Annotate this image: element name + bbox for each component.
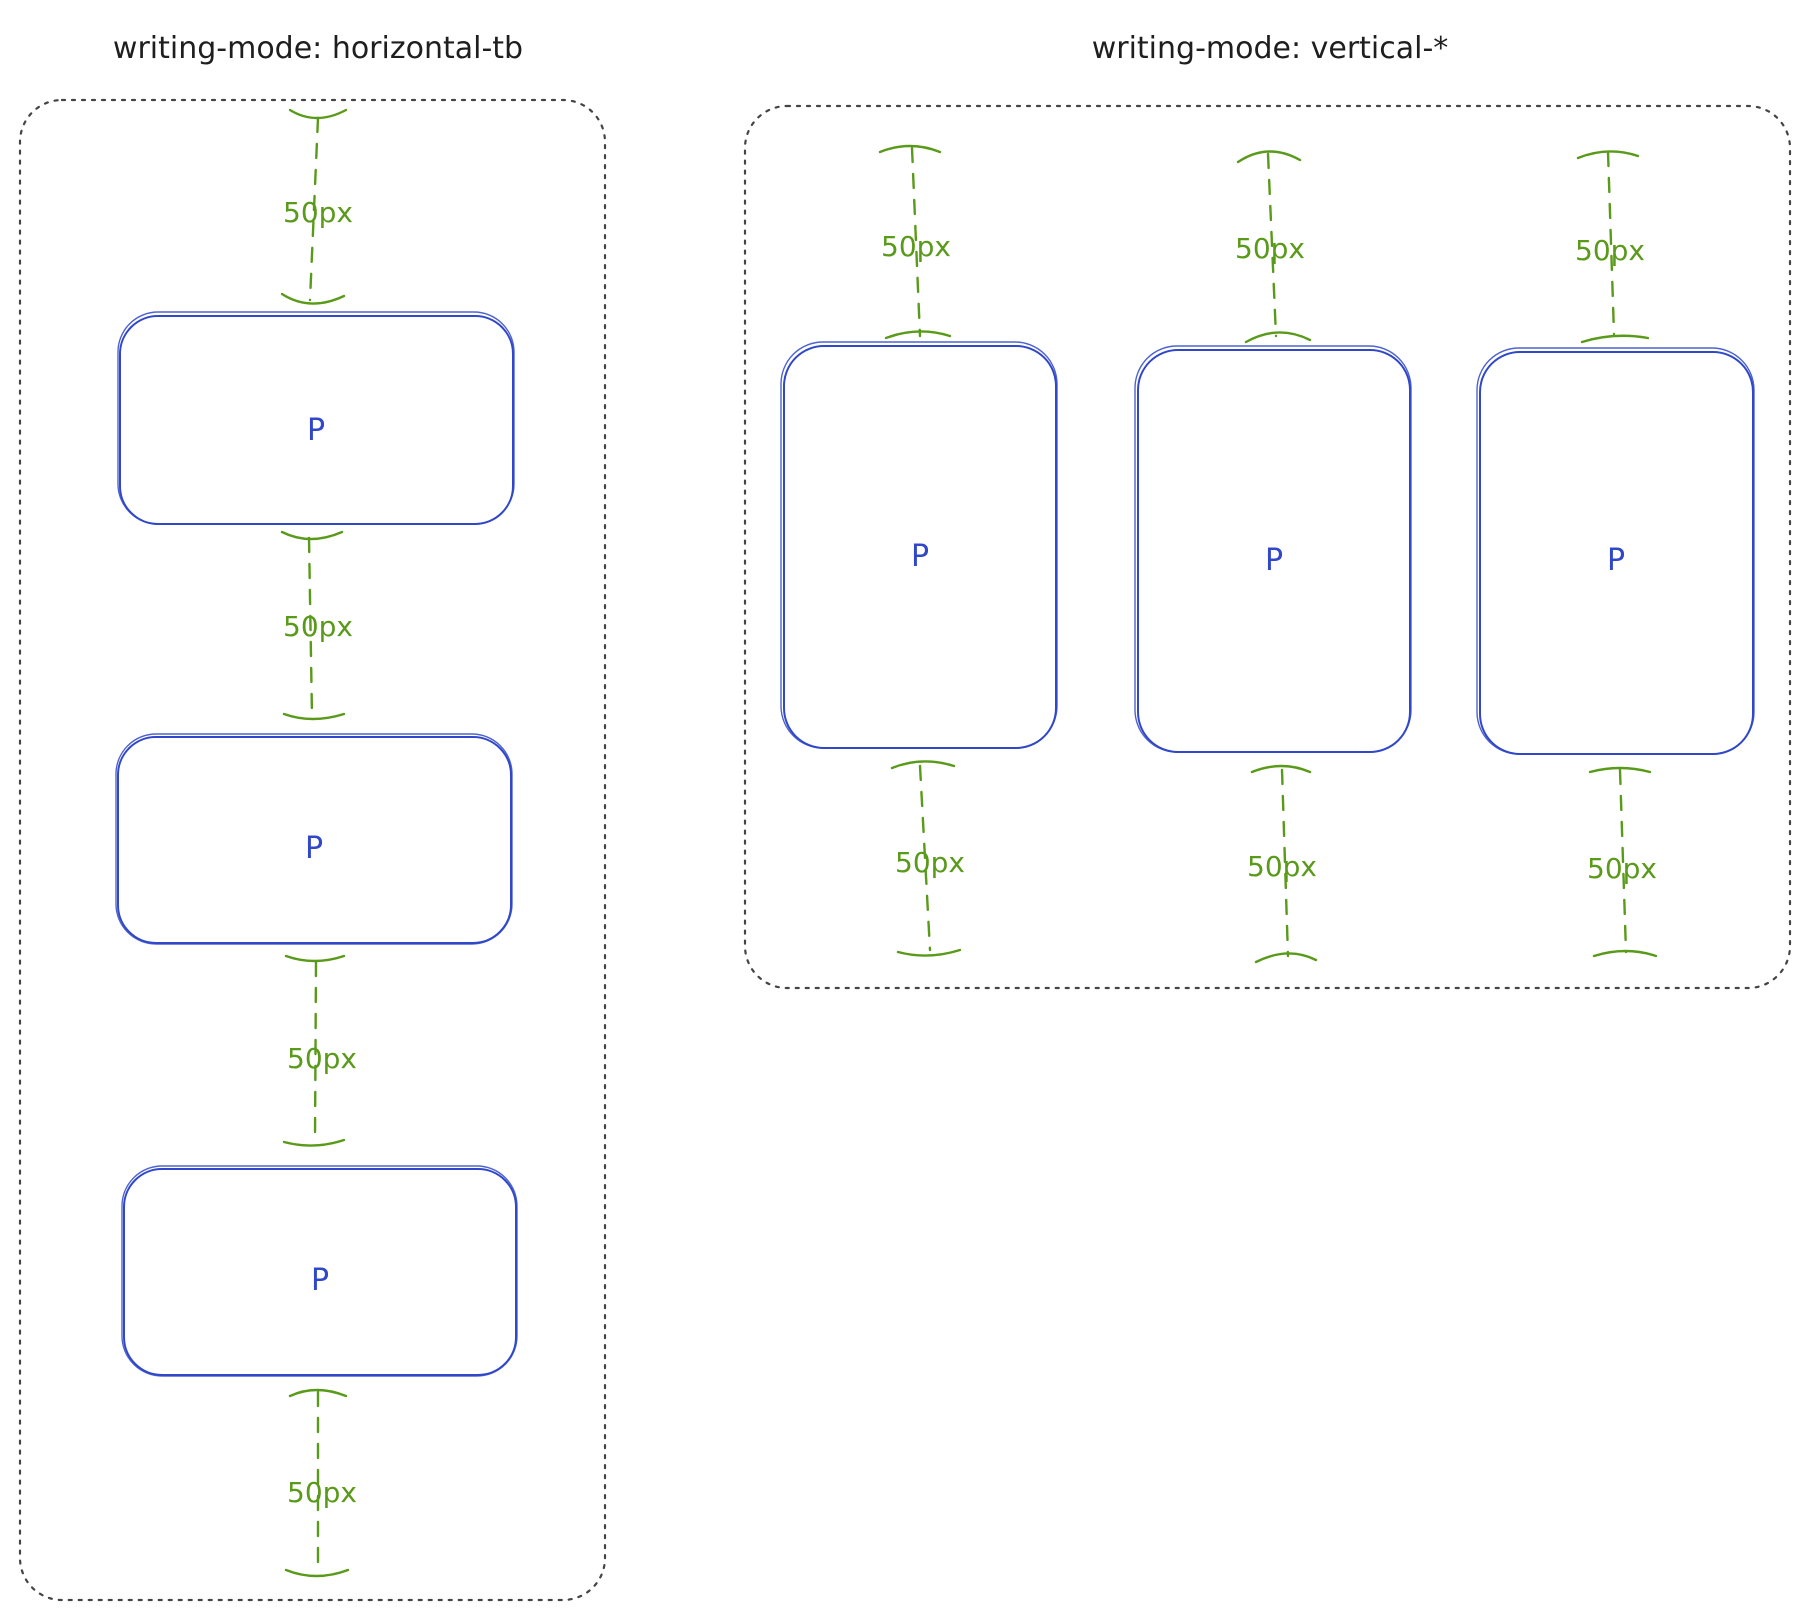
p-box: P: [1476, 347, 1755, 755]
margin-label: 50px: [895, 846, 965, 879]
margin-label: 50px: [283, 610, 353, 643]
panel-horizontal-tb: writing-mode: horizontal-tb 50px P 50px …: [18, 31, 607, 1602]
margin-label: 50px: [287, 1042, 357, 1075]
margin-indicator: 50px: [1247, 764, 1318, 964]
p-box-label: P: [1265, 543, 1283, 578]
p-box: P: [115, 733, 513, 945]
panel-vertical: writing-mode: vertical-* 50px P 50px 50p…: [743, 31, 1792, 990]
panel-title-horizontal-tb: writing-mode: horizontal-tb: [113, 31, 523, 66]
p-box: P: [780, 341, 1058, 749]
margin-indicator: 50px: [282, 954, 357, 1147]
p-box-label: P: [911, 539, 929, 574]
margin-indicator: 50px: [1575, 150, 1650, 344]
margin-label: 50px: [881, 230, 951, 263]
margin-indicator: 50px: [1235, 150, 1312, 344]
panel-frame-horizontal-tb: [18, 98, 607, 1602]
panel-title-vertical: writing-mode: vertical-*: [1092, 31, 1449, 66]
margin-indicator: 50px: [280, 530, 353, 721]
margin-label: 50px: [283, 196, 353, 229]
margin-indicator: 50px: [1587, 766, 1658, 958]
p-box-label: P: [311, 1263, 329, 1298]
p-box-label: P: [305, 831, 323, 866]
p-box-label: P: [307, 413, 325, 448]
p-box: P: [1134, 345, 1412, 753]
panel-frame-vertical: [743, 104, 1792, 990]
margin-indicator: 50px: [878, 144, 952, 340]
p-box: P: [117, 311, 515, 525]
margin-label: 50px: [1575, 234, 1645, 267]
p-box: P: [121, 1165, 518, 1377]
margin-label: 50px: [287, 1476, 357, 1509]
p-box-label: P: [1607, 543, 1625, 578]
margin-indicator: 50px: [890, 760, 965, 957]
margin-indicator: 50px: [284, 1388, 357, 1578]
margin-indicator: 50px: [280, 108, 353, 305]
margin-label: 50px: [1587, 852, 1657, 885]
margin-label: 50px: [1235, 232, 1305, 265]
margin-label: 50px: [1247, 850, 1317, 883]
